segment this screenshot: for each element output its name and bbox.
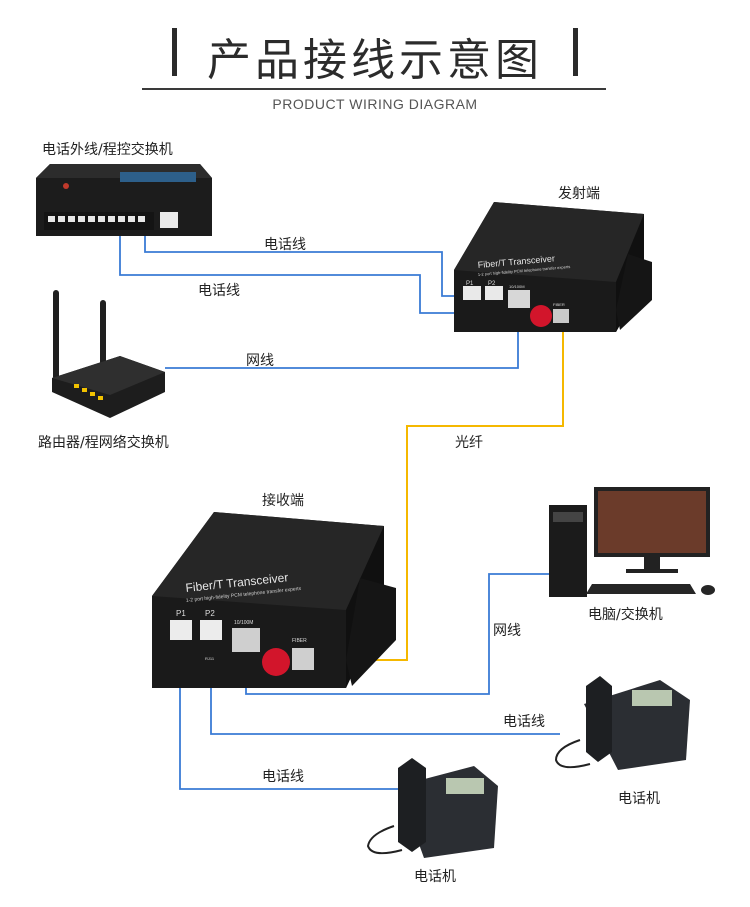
phone-right-device — [554, 676, 690, 770]
label-network-line-bottom: 网线 — [493, 623, 521, 639]
label-phone-line-3: 电话线 — [503, 714, 545, 730]
transmitter-device — [454, 202, 652, 332]
router-device — [52, 290, 165, 418]
page-title: 产品接线示意图 — [207, 35, 543, 86]
header: 产品接线示意图 — [0, 8, 750, 90]
label-phone-right: 电话机 — [618, 791, 660, 807]
phone-line-bottom-2 — [179, 640, 398, 790]
receiver-device — [152, 512, 396, 688]
fiber-line — [373, 318, 564, 661]
title-bar-left — [172, 28, 177, 76]
label-receiver: 接收端 — [262, 493, 304, 509]
pbx-device — [36, 164, 212, 236]
title-underline — [142, 88, 606, 90]
label-phone-bottom: 电话机 — [414, 869, 456, 885]
phone-line-top-2 — [119, 228, 496, 314]
label-network-line-top: 网线 — [246, 353, 274, 369]
page-subtitle: PRODUCT WIRING DIAGRAM — [272, 96, 478, 112]
label-fiber: 光纤 — [455, 435, 483, 451]
phone-line-top-1 — [144, 228, 466, 297]
label-router: 路由器/程网络交换机 — [38, 435, 169, 451]
label-pbx: 电话外线/程控交换机 — [42, 142, 173, 158]
phone-bottom-device — [366, 758, 498, 858]
computer-device — [549, 487, 715, 597]
label-phone-line-4: 电话线 — [262, 769, 304, 785]
label-transmitter: 发射端 — [558, 186, 600, 202]
title-bar-right — [573, 28, 578, 76]
label-phone-line-2: 电话线 — [198, 283, 240, 299]
label-computer: 电脑/交换机 — [588, 607, 663, 623]
label-phone-line-1: 电话线 — [264, 237, 306, 253]
